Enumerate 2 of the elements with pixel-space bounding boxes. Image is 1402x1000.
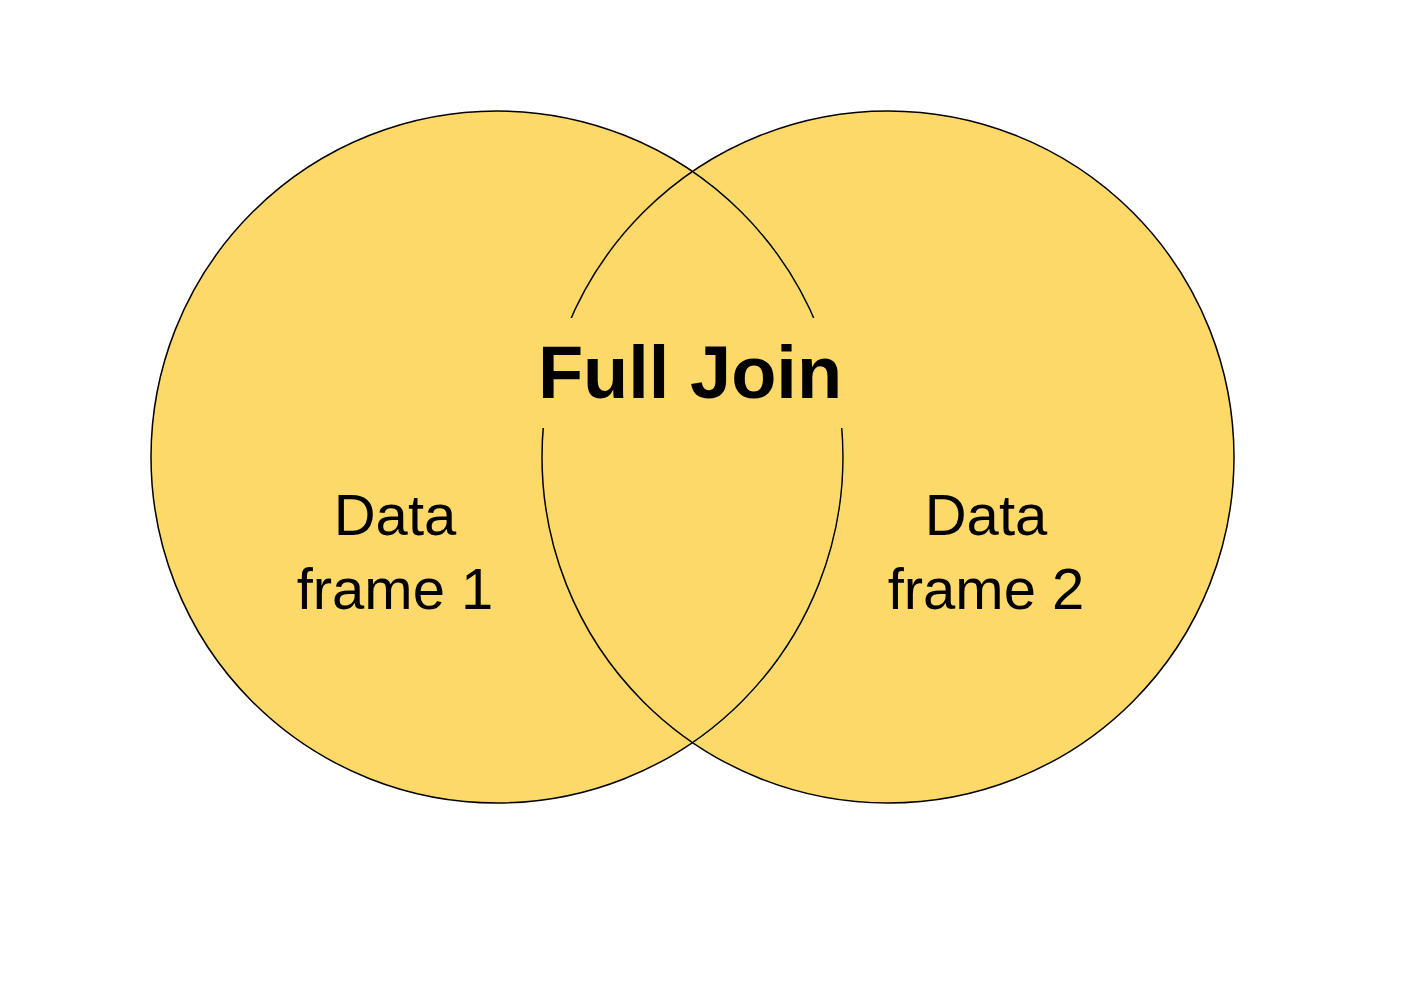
set-label: Data frame 2 xyxy=(886,481,1086,623)
set-label: Data frame 1 xyxy=(295,481,495,623)
